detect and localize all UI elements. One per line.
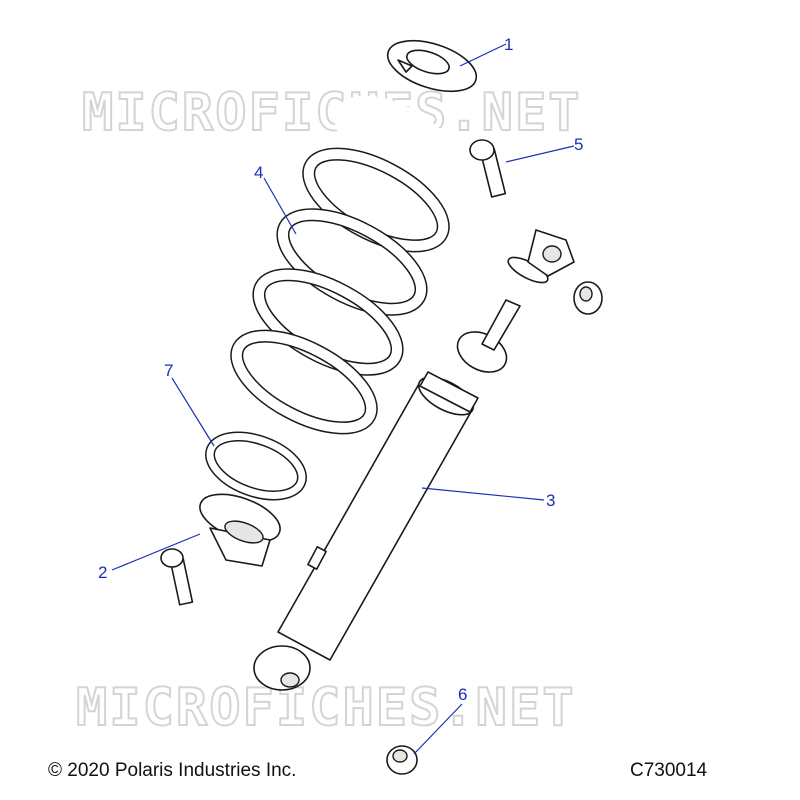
callout-1[interactable]: 1 — [504, 35, 513, 54]
leader-3 — [421, 487, 545, 501]
part-6-lower-bushing — [386, 745, 418, 775]
callout-5[interactable]: 5 — [574, 135, 583, 154]
leader-7 — [171, 377, 215, 447]
leader-2 — [111, 533, 201, 571]
leader-1 — [459, 43, 507, 67]
leader-4 — [263, 177, 297, 235]
callout-2[interactable]: 2 — [98, 563, 107, 582]
watermark-top: MICROFICHES.NET — [82, 83, 582, 143]
part-2-lower-seat-and-bolt — [160, 493, 281, 606]
watermark-bottom: MICROFICHES.NET — [76, 678, 576, 738]
callout-3[interactable]: 3 — [546, 491, 555, 510]
part-5-upper-bolt — [469, 139, 507, 198]
leader-5 — [505, 145, 575, 163]
copyright-text: © 2020 Polaris Industries Inc. — [48, 760, 296, 781]
part-3-shock-absorber — [253, 229, 575, 691]
leader-6 — [413, 703, 463, 755]
callout-6[interactable]: 6 — [458, 685, 467, 704]
part-7-spring-isolator — [205, 431, 307, 501]
upper-bushing — [573, 281, 603, 315]
drawing-number: C730014 — [630, 760, 708, 781]
part-1-spring-retainer — [386, 39, 478, 93]
callout-4[interactable]: 4 — [254, 163, 263, 182]
part-4-coil-spring — [230, 95, 458, 435]
callout-7[interactable]: 7 — [164, 361, 173, 380]
